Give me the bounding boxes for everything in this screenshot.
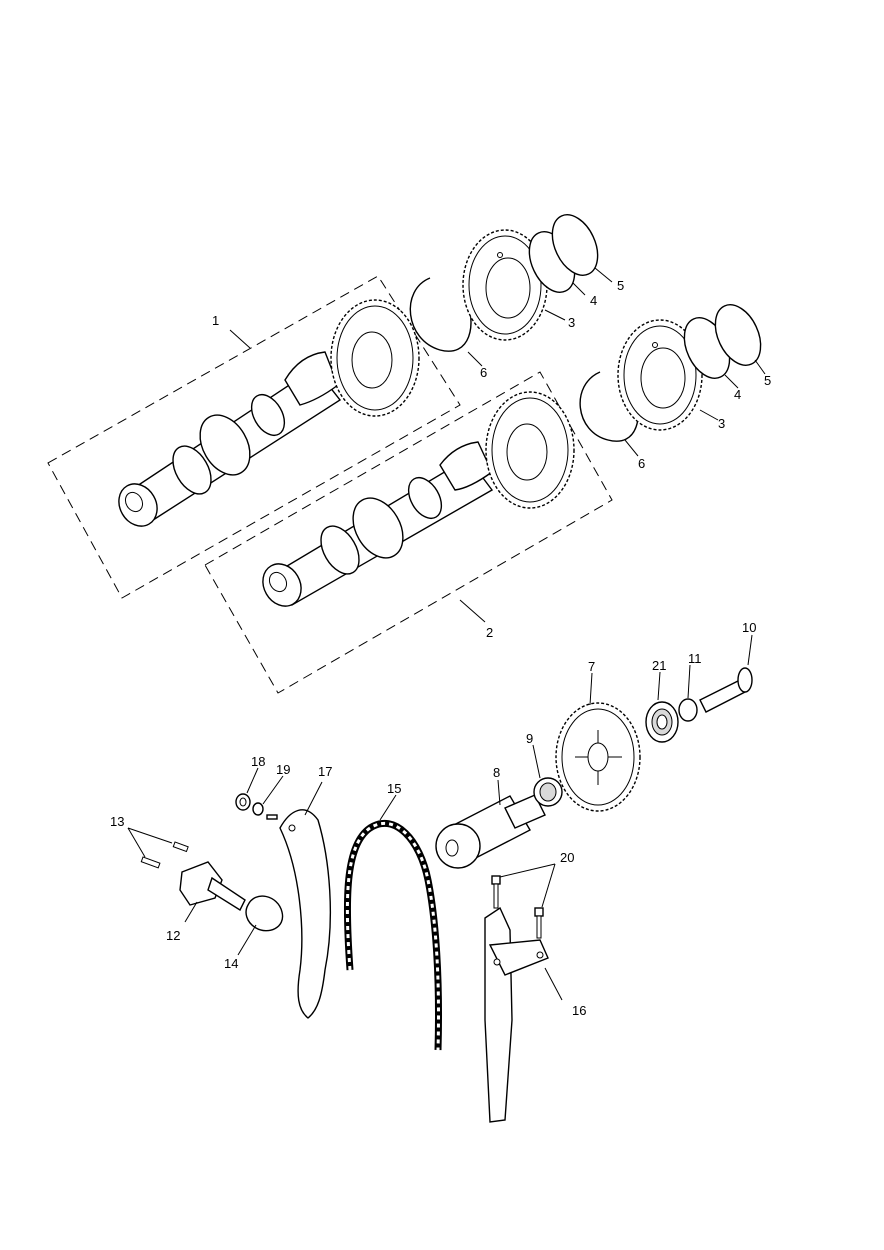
nut-18 bbox=[235, 793, 251, 811]
callout-13: 13 bbox=[110, 814, 124, 829]
camshaft-1 bbox=[118, 351, 342, 527]
camshaft-sprocket-1 bbox=[330, 299, 420, 417]
callout-3a: 3 bbox=[568, 315, 575, 330]
callout-10: 10 bbox=[742, 620, 756, 635]
washer bbox=[678, 698, 698, 722]
camshaft-assembly-1-box bbox=[47, 275, 461, 599]
gear-3a bbox=[462, 229, 548, 341]
washer-19 bbox=[252, 802, 264, 816]
callout-14: 14 bbox=[224, 956, 238, 971]
ring-5b bbox=[714, 304, 762, 366]
bolt-20b bbox=[534, 907, 544, 939]
callout-6a: 6 bbox=[480, 365, 487, 380]
callout-2: 2 bbox=[486, 625, 493, 640]
chain-guide-17 bbox=[279, 809, 332, 1019]
callout-8: 8 bbox=[493, 765, 500, 780]
callout-16: 16 bbox=[572, 1003, 586, 1018]
callout-4b: 4 bbox=[734, 387, 741, 402]
callout-20: 20 bbox=[560, 850, 574, 865]
camshaft-2 bbox=[262, 441, 494, 607]
callout-6b: 6 bbox=[638, 456, 645, 471]
needle-bearing bbox=[533, 777, 563, 807]
timing-chain bbox=[343, 819, 442, 1051]
bolt-10 bbox=[699, 667, 753, 713]
stud bbox=[266, 814, 278, 820]
idler-gear bbox=[555, 702, 641, 812]
callout-19: 19 bbox=[276, 762, 290, 777]
chain-guide-16 bbox=[484, 906, 549, 1123]
callout-3b: 3 bbox=[718, 416, 725, 431]
callout-7: 7 bbox=[588, 659, 595, 674]
tensioner-bolt-b bbox=[140, 856, 161, 869]
tensioner-bolt-a bbox=[172, 841, 189, 853]
callout-17: 17 bbox=[318, 764, 332, 779]
circlip-6a bbox=[409, 277, 472, 352]
callout-12: 12 bbox=[166, 928, 180, 943]
bolt-20a bbox=[491, 875, 501, 909]
camshaft-sprocket-2 bbox=[485, 391, 575, 509]
chain-tensioner bbox=[179, 861, 246, 912]
callout-1: 1 bbox=[212, 313, 219, 328]
ball-bearing bbox=[645, 701, 679, 743]
callout-4a: 4 bbox=[590, 293, 597, 308]
ring-5a bbox=[551, 214, 599, 276]
callout-5a: 5 bbox=[617, 278, 624, 293]
gear-3b bbox=[617, 319, 703, 431]
camshaft-assembly-2-box bbox=[204, 371, 613, 694]
callout-9: 9 bbox=[526, 731, 533, 746]
callout-21: 21 bbox=[652, 658, 666, 673]
callout-11: 11 bbox=[688, 651, 702, 666]
idler-shaft bbox=[435, 794, 546, 869]
callout-5b: 5 bbox=[764, 373, 771, 388]
leader-lines bbox=[127, 267, 766, 1001]
callout-15: 15 bbox=[387, 781, 401, 796]
callout-18: 18 bbox=[251, 754, 265, 769]
tensioner-gasket bbox=[245, 895, 284, 932]
